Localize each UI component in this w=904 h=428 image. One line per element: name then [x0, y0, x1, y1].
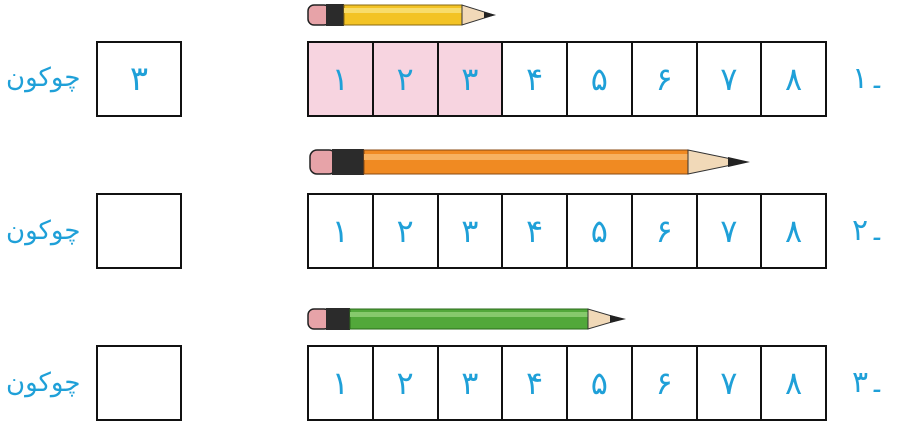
- strip-cell[interactable]: ۱: [309, 43, 374, 115]
- strip-cell[interactable]: ۳: [439, 347, 504, 419]
- green-pencil-icon: [306, 304, 628, 334]
- strip-cell[interactable]: ۳: [439, 43, 504, 115]
- answer-box-3[interactable]: [96, 345, 182, 421]
- strip-cell[interactable]: ۱: [309, 347, 374, 419]
- strip-cell[interactable]: ۴: [503, 347, 568, 419]
- number-strip-3: ۱ ۲ ۳ ۴ ۵ ۶ ۷ ۸: [307, 345, 827, 421]
- strip-cell[interactable]: ۵: [568, 43, 633, 115]
- strip-cell[interactable]: ۲: [374, 43, 439, 115]
- row-number: ۳۔: [852, 368, 886, 398]
- strip-cell[interactable]: ۲: [374, 195, 439, 267]
- strip-cell[interactable]: ۶: [633, 347, 698, 419]
- strip-cell[interactable]: ۵: [568, 347, 633, 419]
- strip-cell[interactable]: ۷: [698, 195, 763, 267]
- strip-cell[interactable]: ۴: [503, 43, 568, 115]
- strip-cell[interactable]: ۶: [633, 43, 698, 115]
- strip-cell[interactable]: ۶: [633, 195, 698, 267]
- strip-cell[interactable]: ۱: [309, 195, 374, 267]
- strip-cell[interactable]: ۲: [374, 347, 439, 419]
- strip-cell[interactable]: ۷: [698, 43, 763, 115]
- number-strip-2: ۱ ۲ ۳ ۴ ۵ ۶ ۷ ۸: [307, 193, 827, 269]
- strip-cell[interactable]: ۷: [698, 347, 763, 419]
- answer-word-label: چوکون: [6, 370, 80, 396]
- strip-cell[interactable]: ۴: [503, 195, 568, 267]
- strip-cell[interactable]: ۸: [762, 43, 825, 115]
- answer-word-label: چوکون: [6, 218, 80, 244]
- strip-cell[interactable]: ۵: [568, 195, 633, 267]
- row-number: ۱۔: [852, 64, 886, 94]
- yellow-pencil-icon: [306, 0, 500, 30]
- number-strip-1: ۱ ۲ ۳ ۴ ۵ ۶ ۷ ۸: [307, 41, 827, 117]
- strip-cell[interactable]: ۸: [762, 347, 825, 419]
- row-number: ۲۔: [852, 216, 886, 246]
- answer-value: ۳: [130, 59, 148, 99]
- orange-pencil-icon: [308, 145, 754, 179]
- answer-box-1[interactable]: ۳: [96, 41, 182, 117]
- strip-cell[interactable]: ۸: [762, 195, 825, 267]
- answer-word-label: چوکون: [6, 65, 80, 91]
- strip-cell[interactable]: ۳: [439, 195, 504, 267]
- answer-box-2[interactable]: [96, 193, 182, 269]
